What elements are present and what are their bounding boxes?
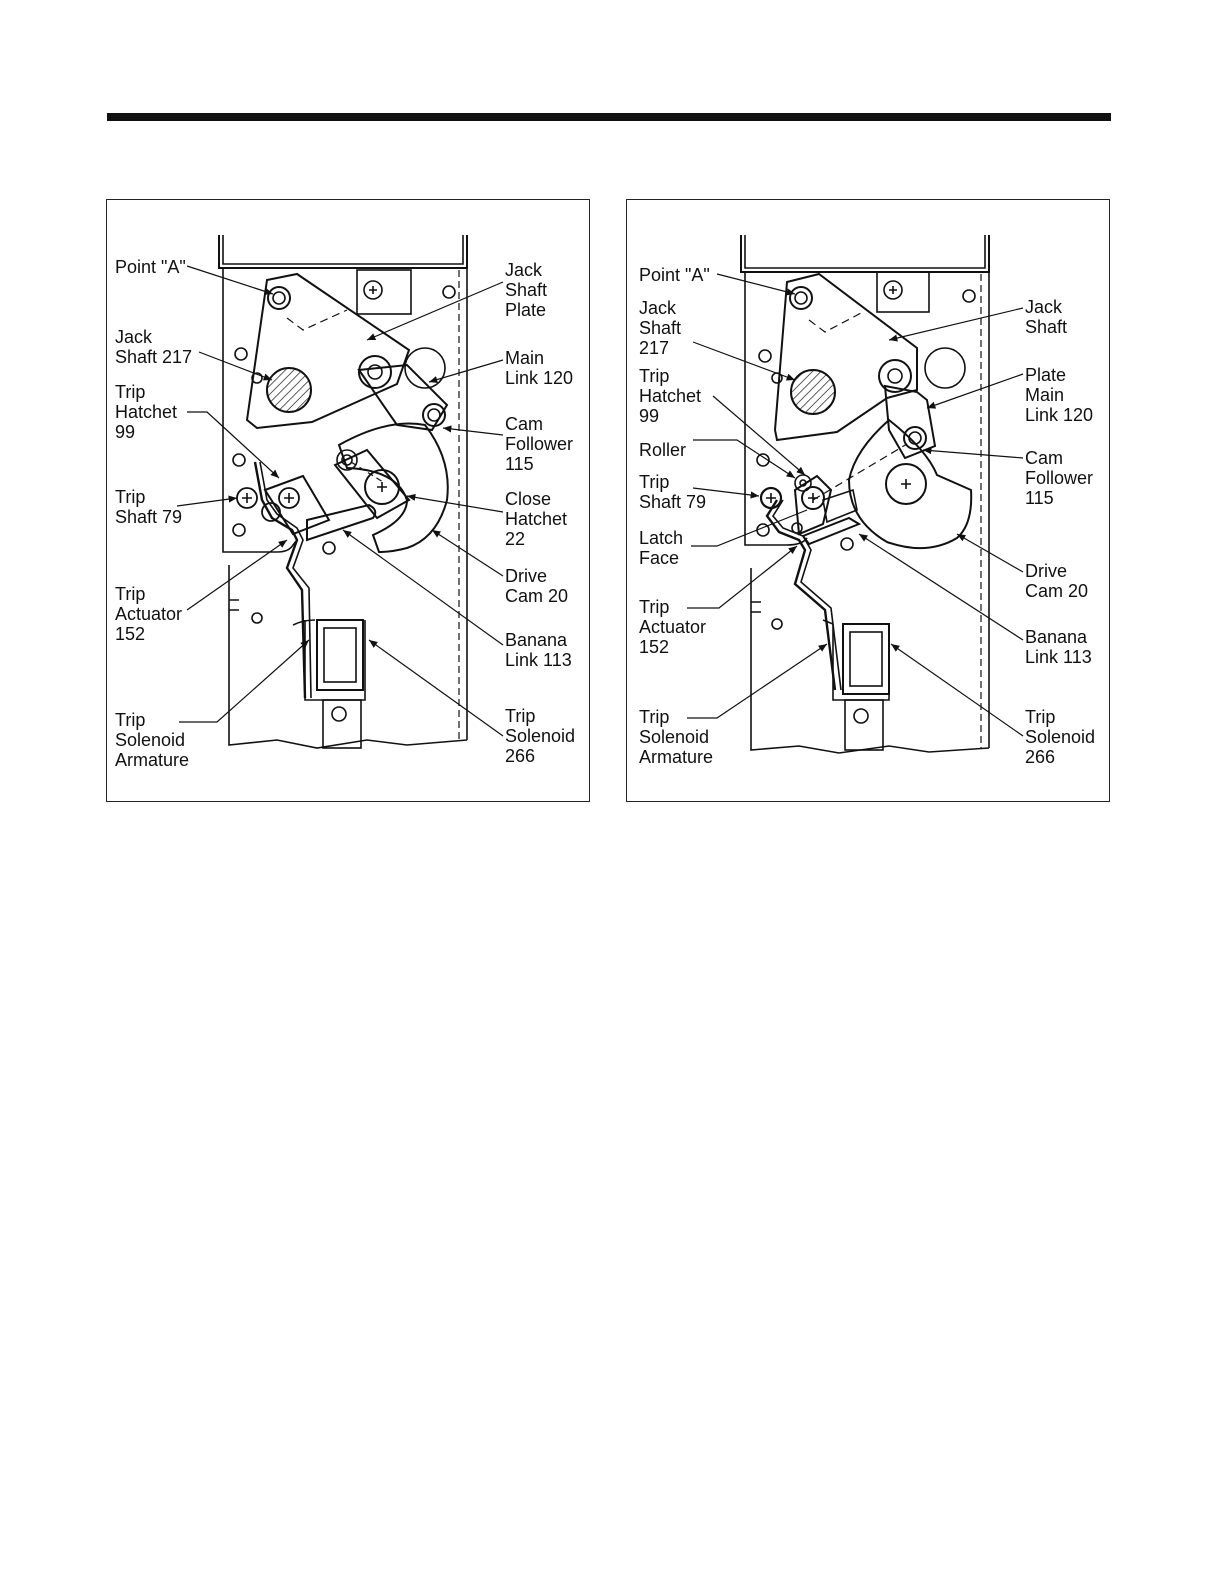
right-diagram-panel: Point "A" Jack Shaft 217 Trip Hatchet 99… <box>626 199 1110 802</box>
label-drive-cam-20: Drive Cam 20 <box>505 566 569 606</box>
label-cam-follower-115: Cam Follower 115 <box>505 414 574 474</box>
left-mechanism-drawing <box>176 235 504 749</box>
label-trip-actuator-152: Trip Actuator 152 <box>115 584 183 644</box>
label-cam-follower-115: Cam Follower 115 <box>1025 448 1094 508</box>
label-banana-link-113: Banana Link 113 <box>505 630 572 670</box>
label-jack-shaft-plate: Jack Shaft Plate <box>505 260 548 320</box>
label-jack-shaft-217: Jack Shaft 217 <box>639 298 682 358</box>
label-trip-solenoid-266: Trip Solenoid 266 <box>505 706 576 766</box>
label-close-hatchet-22: Close Hatchet 22 <box>505 489 568 549</box>
label-trip-shaft-79: Trip Shaft 79 <box>115 487 183 527</box>
label-jack-shaft-217: Jack Shaft 217 <box>115 327 193 367</box>
label-main-link-120: Main Link 120 <box>505 348 574 388</box>
label-trip-actuator-152: Trip Actuator 152 <box>639 597 707 657</box>
label-banana-link-113: Banana Link 113 <box>1025 627 1092 667</box>
label-jack-shaft: Jack Shaft <box>1025 297 1068 337</box>
label-trip-solenoid-armature: Trip Solenoid Armature <box>115 710 190 770</box>
label-drive-cam-20: Drive Cam 20 <box>1025 561 1089 601</box>
label-trip-solenoid-266: Trip Solenoid 266 <box>1025 707 1096 767</box>
label-roller: Roller <box>639 440 687 460</box>
left-diagram-panel: Point "A" Jack Shaft 217 Trip Hatchet 99… <box>106 199 590 802</box>
label-point-a: Point "A" <box>115 257 186 277</box>
label-trip-hatchet-99: Trip Hatchet 99 <box>639 366 702 426</box>
label-trip-solenoid-armature: Trip Solenoid Armature <box>639 707 714 767</box>
header-rule <box>107 113 1111 121</box>
right-mechanism-drawing <box>687 235 1024 754</box>
label-trip-hatchet-99: Trip Hatchet 99 <box>115 382 178 442</box>
label-point-a: Point "A" <box>639 265 710 285</box>
label-trip-shaft-79: Trip Shaft 79 <box>639 472 707 512</box>
label-plate-main-link-120: Plate Main Link 120 <box>1025 365 1094 425</box>
label-latch-face: Latch Face <box>639 528 684 568</box>
